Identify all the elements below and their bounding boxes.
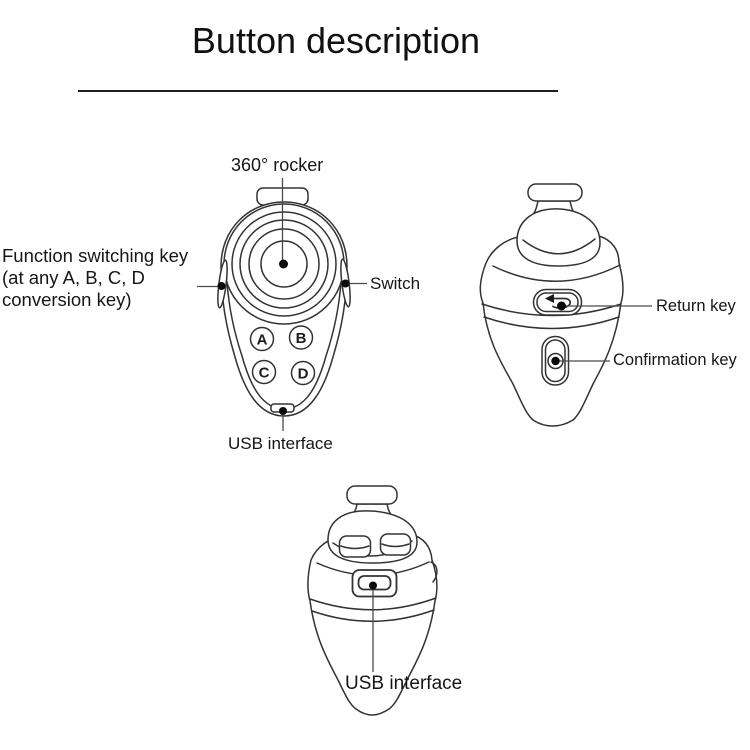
function-key-dot xyxy=(217,282,226,290)
usb-front-label: USB interface xyxy=(228,434,333,453)
function-key-label-line1: Function switching key xyxy=(2,245,189,266)
usb-back-dot xyxy=(369,581,377,590)
button-a-label: A xyxy=(257,332,268,349)
confirmation-key-dot xyxy=(551,356,560,366)
switch-dot xyxy=(341,279,350,288)
usb-front-dot xyxy=(279,407,287,415)
usb-back-label: USB interface xyxy=(345,673,463,694)
function-key-label-line2: (at any A, B, C, D xyxy=(2,267,145,288)
button-d-label: D xyxy=(298,366,309,383)
joystick-dome xyxy=(516,208,601,267)
function-key-label-line3: conversion key) xyxy=(2,289,132,310)
button-a xyxy=(249,326,275,352)
device-body xyxy=(220,201,348,417)
band-line-lower xyxy=(483,316,620,330)
shoulder-button-left xyxy=(338,535,372,558)
side-bump xyxy=(430,561,438,583)
joystick-knob xyxy=(527,183,583,202)
callout-leaders xyxy=(197,178,652,672)
side-device xyxy=(479,183,624,427)
function-key-label: Function switching key (at any A, B, C, … xyxy=(2,245,188,311)
return-key-button xyxy=(532,288,583,316)
button-b xyxy=(288,325,314,350)
back-device xyxy=(307,485,438,716)
button-d xyxy=(290,360,316,386)
title-underline xyxy=(78,90,558,92)
switch-label: Switch xyxy=(370,274,421,293)
shoulder-button-right xyxy=(379,533,412,556)
button-c xyxy=(251,359,277,385)
collar-rim-line xyxy=(492,264,621,282)
button-b-label: B xyxy=(296,330,307,347)
rocker-rings xyxy=(223,203,345,325)
front-device: A B C D xyxy=(217,187,351,417)
button-c-label: C xyxy=(259,365,270,382)
rocker-label: 360° rocker xyxy=(231,155,324,175)
page-title: Button description xyxy=(191,20,481,61)
dome-inner-line xyxy=(522,238,596,255)
abcd-buttons: A B C D xyxy=(249,325,316,386)
confirmation-key-label: Confirmation key xyxy=(613,351,737,369)
back-joystick-knob xyxy=(346,485,398,505)
return-key-dot xyxy=(557,301,566,311)
return-key-label: Return key xyxy=(656,297,736,315)
rocker-center-dot xyxy=(279,259,288,269)
